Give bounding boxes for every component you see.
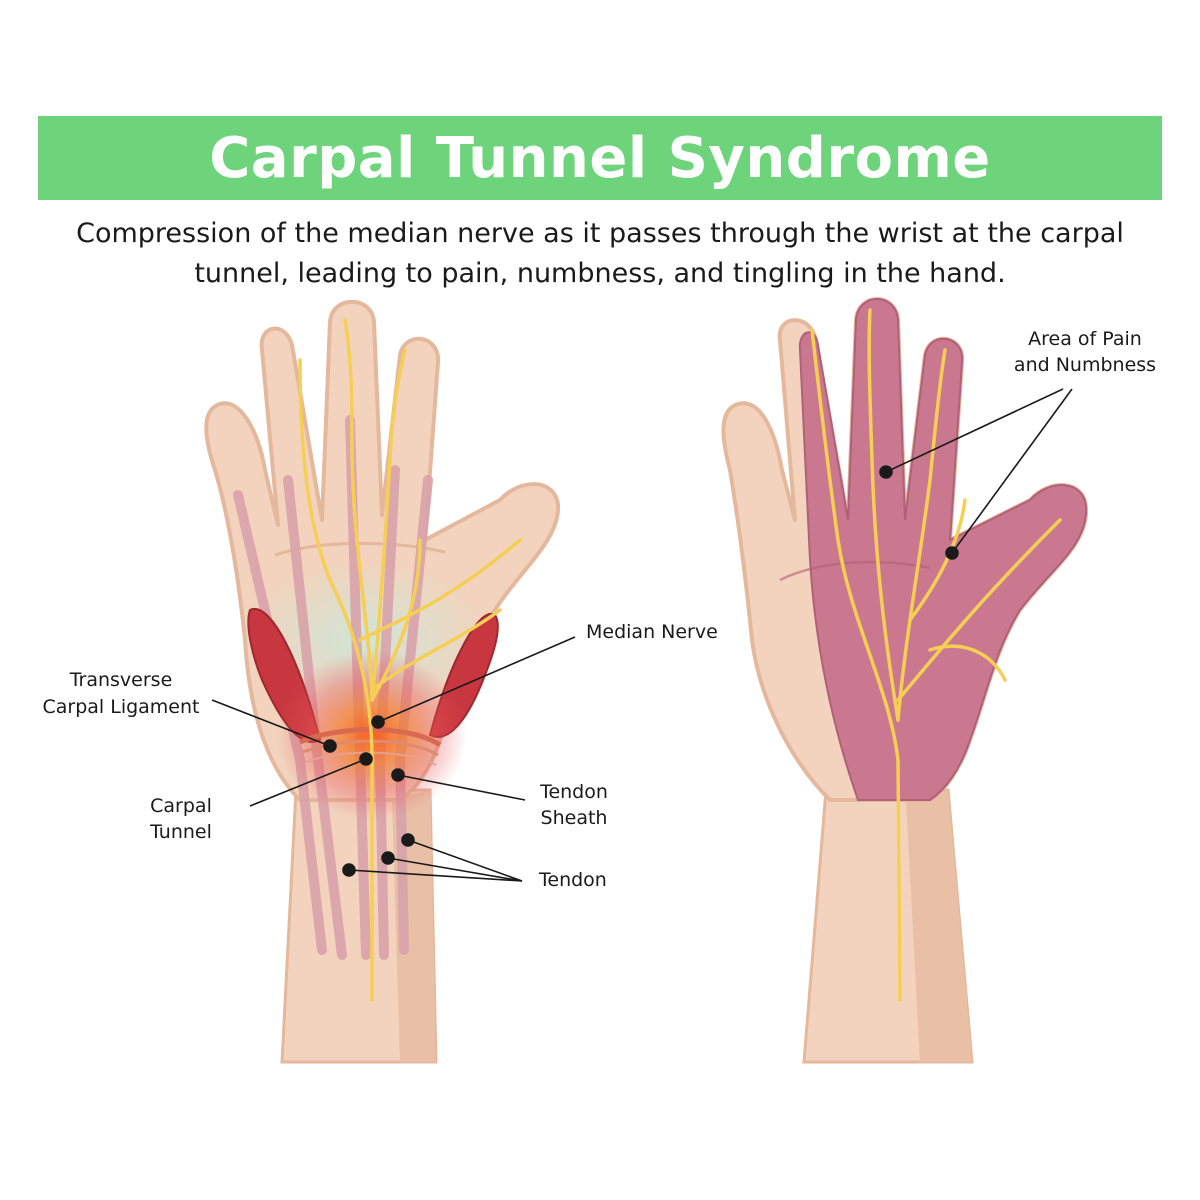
label-sheath-2: Sheath bbox=[541, 807, 608, 829]
dot-tendon-1 bbox=[401, 833, 415, 847]
label-carpal-1: Carpal bbox=[150, 795, 212, 817]
title-banner: Carpal Tunnel Syndrome bbox=[38, 116, 1162, 200]
subtitle: Compression of the median nerve as it pa… bbox=[40, 214, 1160, 294]
right-forearm-shade bbox=[906, 790, 972, 1062]
transverse-ligament-shape bbox=[299, 727, 442, 748]
label-transverse-1: Transverse bbox=[69, 669, 173, 691]
dot-tendon-sheath bbox=[391, 768, 405, 782]
dot-median-nerve bbox=[371, 715, 385, 729]
right-median-nerve bbox=[810, 308, 1062, 1002]
dot-transverse-ligament bbox=[323, 739, 337, 753]
right-hand bbox=[721, 297, 1089, 1064]
dot-tendon-2 bbox=[381, 851, 395, 865]
label-pain-1: Area of Pain bbox=[1028, 328, 1142, 350]
dot-carpal-tunnel bbox=[359, 752, 373, 766]
page-title: Carpal Tunnel Syndrome bbox=[209, 125, 991, 191]
label-carpal-2: Tunnel bbox=[149, 821, 212, 843]
label-median-nerve: Median Nerve bbox=[586, 621, 718, 643]
dot-pain-2 bbox=[945, 546, 959, 560]
dot-pain-1 bbox=[879, 465, 893, 479]
subtitle-line-2: tunnel, leading to pain, numbness, and t… bbox=[194, 258, 1006, 289]
callouts bbox=[211, 388, 1073, 882]
label-pain-2: and Numbness bbox=[1014, 354, 1156, 376]
label-sheath-1: Tendon bbox=[539, 781, 608, 803]
left-hand bbox=[204, 299, 561, 1064]
left-median-nerve bbox=[298, 318, 522, 1002]
subtitle-line-1: Compression of the median nerve as it pa… bbox=[76, 218, 1124, 249]
dot-tendon-3 bbox=[342, 863, 356, 877]
label-transverse-2: Carpal Ligament bbox=[42, 696, 199, 718]
label-tendon: Tendon bbox=[538, 869, 607, 891]
